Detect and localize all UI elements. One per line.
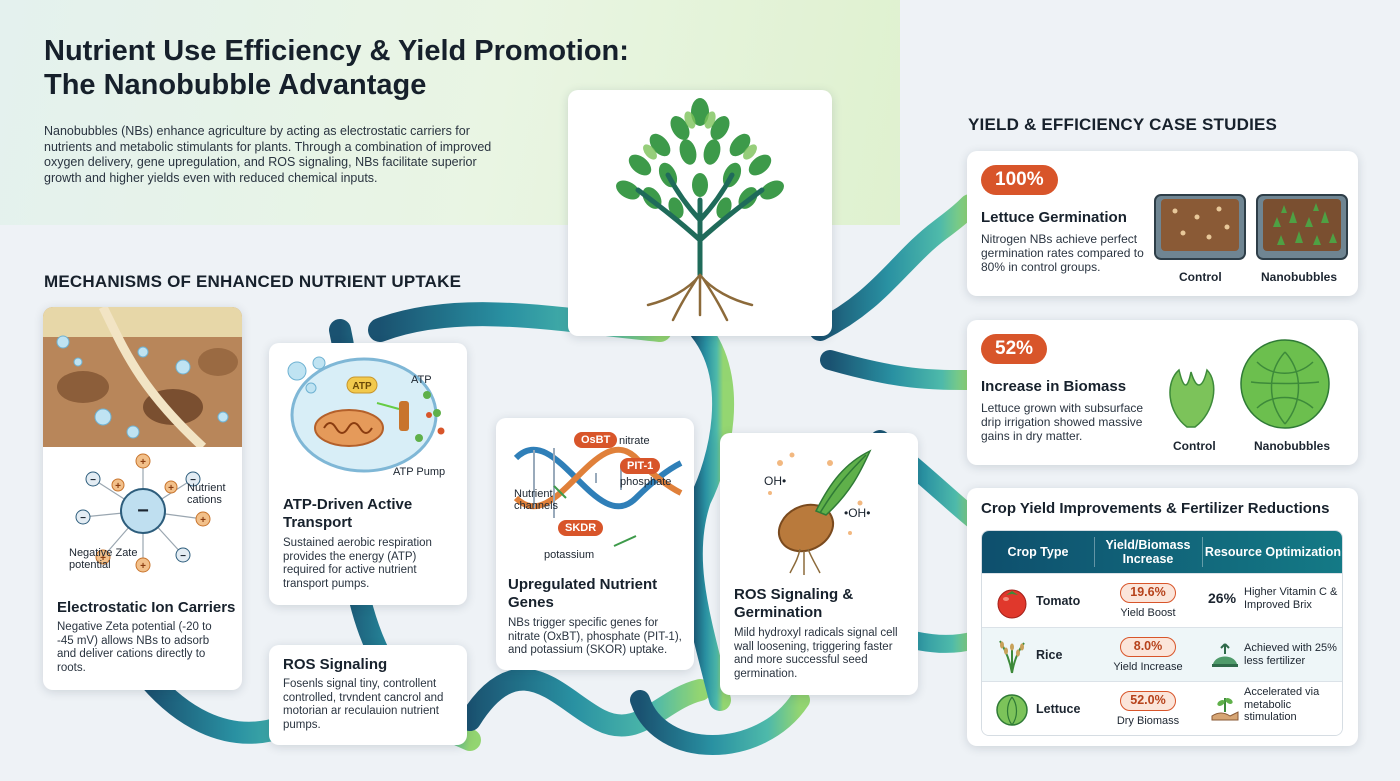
label-atp-pump: ATP Pump <box>393 466 446 478</box>
opt-lettuce: Accelerated via metabolic stimulation <box>1244 686 1320 723</box>
atp-badge-label: ATP <box>352 381 372 392</box>
ros-germination-title: ROS Signaling & Germination <box>734 586 854 621</box>
ros-signaling-text: Fosenls signal tiny, controllent control… <box>283 678 444 731</box>
value-lettuce: 52.0% <box>1120 691 1176 711</box>
opt-rice: Achieved with 25% less fertilizer <box>1244 642 1337 667</box>
genes-title: Upregulated Nutrient Genes <box>508 576 658 611</box>
header-yield-increase: Yield/Biomass Increase <box>1105 538 1191 566</box>
label-nitrate: nitrate <box>619 435 650 447</box>
label-nutrient-channels: Nutrient channels <box>514 488 559 512</box>
genes-card: OsBT nitrate PIT-1 phosphate Nutrient ch… <box>496 418 694 670</box>
label-oh-left: OH• <box>764 474 787 488</box>
label-control-tray: Control <box>1179 270 1222 284</box>
tomato-icon <box>997 589 1027 619</box>
label-nanobubbles-tray: Nanobubbles <box>1261 270 1338 284</box>
svg-text:−: − <box>80 513 86 524</box>
ros-germination-text: Mild hydroxyl radicals signal cell wall … <box>734 627 898 680</box>
opt-tomato: Higher Vitamin C & Improved Brix <box>1244 586 1338 611</box>
germination-badge: 100% <box>981 165 1058 195</box>
label-oh-right: •OH• <box>844 506 871 520</box>
genes-text: NBs trigger specific genes for nitrate (… <box>508 617 682 656</box>
label-phosphate: phosphate <box>620 476 672 488</box>
crop-yield-table: Crop Type Yield/Biomass Increase Resourc… <box>981 530 1343 736</box>
svg-text:−: − <box>190 475 196 486</box>
svg-text:+: + <box>100 553 106 564</box>
intro-text: Nanobubbles (NBs) enhance agriculture by… <box>44 124 492 185</box>
seed-sprout-illustration <box>768 449 872 575</box>
growth-hand-icon <box>1211 698 1239 721</box>
biomass-title: Increase in Biomass <box>981 378 1127 395</box>
electrostatic-text: Negative Zeta potential (-20 to -45 mV) … <box>57 621 212 674</box>
svg-text:+: + <box>200 515 206 526</box>
label-control-lettuce: Control <box>1173 439 1216 453</box>
biomass-case-card: 52% Increase in Biomass Lettuce grown wi… <box>967 320 1358 465</box>
atp-text: Sustained aerobic respiration provides t… <box>283 537 432 590</box>
cell-mitochondria-illustration: ATP <box>287 356 445 473</box>
seed-trays-illustration <box>1154 194 1348 260</box>
header-crop-type: Crop Type <box>1007 545 1069 559</box>
value-sub-rice: Yield Increase <box>1113 661 1183 673</box>
svg-text:+: + <box>140 457 146 468</box>
label-nutrient-cations: Nutrient cations <box>187 482 226 506</box>
opt-prefix-tomato: 26% <box>1208 590 1237 606</box>
soil-root-illustration <box>43 307 242 447</box>
svg-text:−: − <box>137 500 149 522</box>
value-rice: 8.0% <box>1120 637 1176 657</box>
germination-case-card: 100% Lettuce Germination Nitrogen NBs ac… <box>967 151 1358 296</box>
ros-signaling-card: ROS Signaling Fosenls signal tiny, contr… <box>269 645 467 745</box>
rice-icon <box>999 640 1025 674</box>
biomass-badge: 52% <box>981 334 1048 364</box>
gene-tag-nitrate: OsBT <box>574 432 618 448</box>
table-row-tomato: Tomato 19.6% Yield Boost 26% Higher Vita… <box>982 573 1342 627</box>
table-row-lettuce: Lettuce 52.0% Dry Biomass Accelerated vi… <box>982 681 1342 735</box>
crop-name-rice: Rice <box>1036 648 1063 662</box>
germination-text: Nitrogen NBs achieve perfect germination… <box>981 232 1144 274</box>
ros-germination-card: OH• •OH• ROS Signaling & Germination Mil… <box>720 433 918 695</box>
electrostatic-title: Electrostatic Ion Carriers <box>57 599 236 616</box>
ros-signaling-title: ROS Signaling <box>283 656 388 673</box>
biomass-text: Lettuce grown with subsurface drip irrig… <box>981 401 1144 443</box>
crop-yield-table-card: Crop Yield Improvements & Fertilizer Red… <box>967 488 1358 746</box>
dna-illustration <box>513 446 683 547</box>
label-negative-potential: Negative Zate potential <box>69 547 138 571</box>
lettuce-icon <box>996 694 1028 726</box>
electrostatic-card: − − + − − + + − + + + Nutrient cations N… <box>43 307 242 690</box>
svg-text:+: + <box>168 483 174 494</box>
label-potassium: potassium <box>544 549 595 561</box>
value-sub-tomato: Yield Boost <box>1120 607 1176 619</box>
mechanisms-heading: MECHANISMS OF ENHANCED NUTRIENT UPTAKE <box>44 272 462 291</box>
germination-title: Lettuce Germination <box>981 209 1127 226</box>
svg-text:−: − <box>180 551 186 562</box>
header-resource-optimization: Resource Optimization <box>1204 545 1342 559</box>
value-tomato: 19.6% <box>1120 583 1176 603</box>
value-sub-lettuce: Dry Biomass <box>1116 715 1180 727</box>
svg-text:+: + <box>140 561 146 572</box>
crop-name-lettuce: Lettuce <box>1036 702 1081 716</box>
atp-card: ATP ATP ATP Pump ATP-Driven Active Trans… <box>269 343 467 605</box>
gene-tag-phosphate: PIT-1 <box>620 458 661 474</box>
case-studies-heading: YIELD & EFFICIENCY CASE STUDIES <box>968 115 1278 134</box>
label-atp: ATP <box>411 374 432 386</box>
fertilizer-icon <box>1212 643 1238 667</box>
gene-tag-potassium: SKDR <box>558 520 604 536</box>
svg-text:+: + <box>115 481 121 492</box>
crop-name-tomato: Tomato <box>1036 594 1081 608</box>
atp-title: ATP-Driven Active Transport <box>283 496 413 531</box>
svg-text:−: − <box>90 475 96 486</box>
tree-illustration <box>616 98 784 322</box>
ion-carrier-diagram: − − + − − + + − + + + <box>75 453 211 573</box>
tree-card <box>568 90 832 336</box>
page-title: Nutrient Use Efficiency & Yield Promotio… <box>44 35 629 101</box>
table-title: Crop Yield Improvements & Fertilizer Red… <box>981 500 1330 517</box>
lettuce-comparison-illustration <box>1169 339 1330 429</box>
table-row-rice: Rice 8.0% Yield Increase Achieved with 2… <box>982 627 1342 681</box>
table-header: Crop Type Yield/Biomass Increase Resourc… <box>982 531 1342 573</box>
label-nanobubbles-lettuce: Nanobubbles <box>1254 439 1331 453</box>
